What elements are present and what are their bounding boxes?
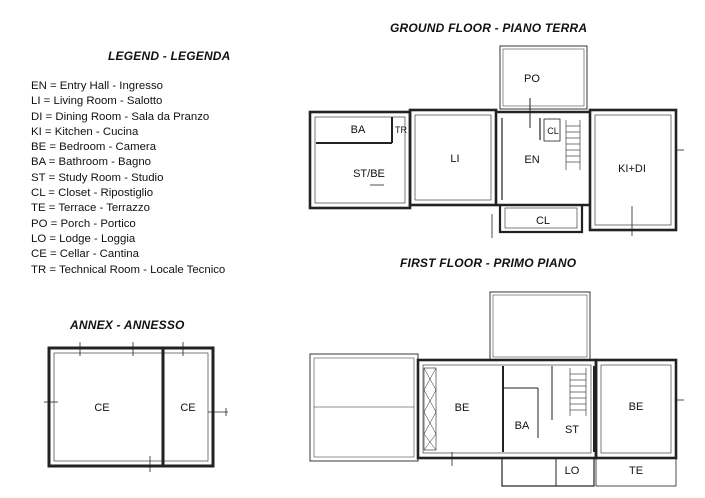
first-room-lo: LO (565, 465, 580, 477)
ground-room-ki-di: KI+DI (618, 163, 646, 175)
ground-floor-heading: GROUND FLOOR - PIANO TERRA (390, 21, 588, 35)
ground-room-tr: TR (395, 125, 407, 135)
legend-item-te: TE = Terrace - Terrazzo (31, 202, 150, 215)
ground-floor-plan (308, 45, 684, 238)
legend-item-di: DI = Dining Room - Sala da Pranzo (31, 110, 210, 123)
annex-room-ce-left: CE (94, 402, 109, 414)
first-room-st: ST (565, 424, 579, 436)
legend-item-ce: CE = Cellar - Cantina (31, 248, 139, 261)
legend-item-tr: TR = Technical Room - Locale Tecnico (31, 263, 226, 276)
legend-list: EN = Entry Hall - Ingresso LI = Living R… (31, 79, 225, 278)
ground-room-ba: BA (351, 124, 366, 136)
first-floor-heading: FIRST FLOOR - PRIMO PIANO (400, 256, 577, 270)
ground-room-po: PO (524, 73, 540, 85)
legend-item-be: BE = Bedroom - Camera (31, 141, 157, 154)
legend-item-en: EN = Entry Hall - Ingresso (31, 80, 163, 92)
first-room-ba: BA (515, 420, 530, 432)
ground-room-cl-upper: CL (547, 126, 559, 136)
legend-item-lo: LO = Lodge - Loggia (31, 232, 136, 245)
annex-plan (44, 342, 228, 472)
annex-room-ce-right: CE (180, 402, 195, 414)
legend-item-cl: CL = Closet - Ripostiglio (31, 187, 154, 200)
legend-item-ki: KI = Kitchen - Cucina (31, 125, 139, 138)
legend-item-li: LI = Living Room - Salotto (31, 95, 163, 108)
legend-heading: LEGEND - LEGENDA (108, 49, 231, 63)
ground-room-en: EN (524, 154, 539, 166)
first-room-be-left: BE (455, 402, 470, 414)
legend-item-ba: BA = Bathroom - Bagno (31, 156, 151, 169)
first-room-te: TE (629, 465, 643, 477)
ground-room-li: LI (450, 153, 459, 165)
legend-item-po: PO = Porch - Portico (31, 217, 136, 230)
ground-room-st-be: ST/BE (353, 168, 385, 180)
legend-item-st: ST = Study Room - Studio (31, 171, 164, 184)
first-floor-plan (309, 291, 684, 487)
first-room-be-right: BE (629, 401, 644, 413)
ground-room-cl-lower: CL (536, 215, 550, 227)
annex-heading: ANNEX - ANNESSO (70, 318, 185, 332)
